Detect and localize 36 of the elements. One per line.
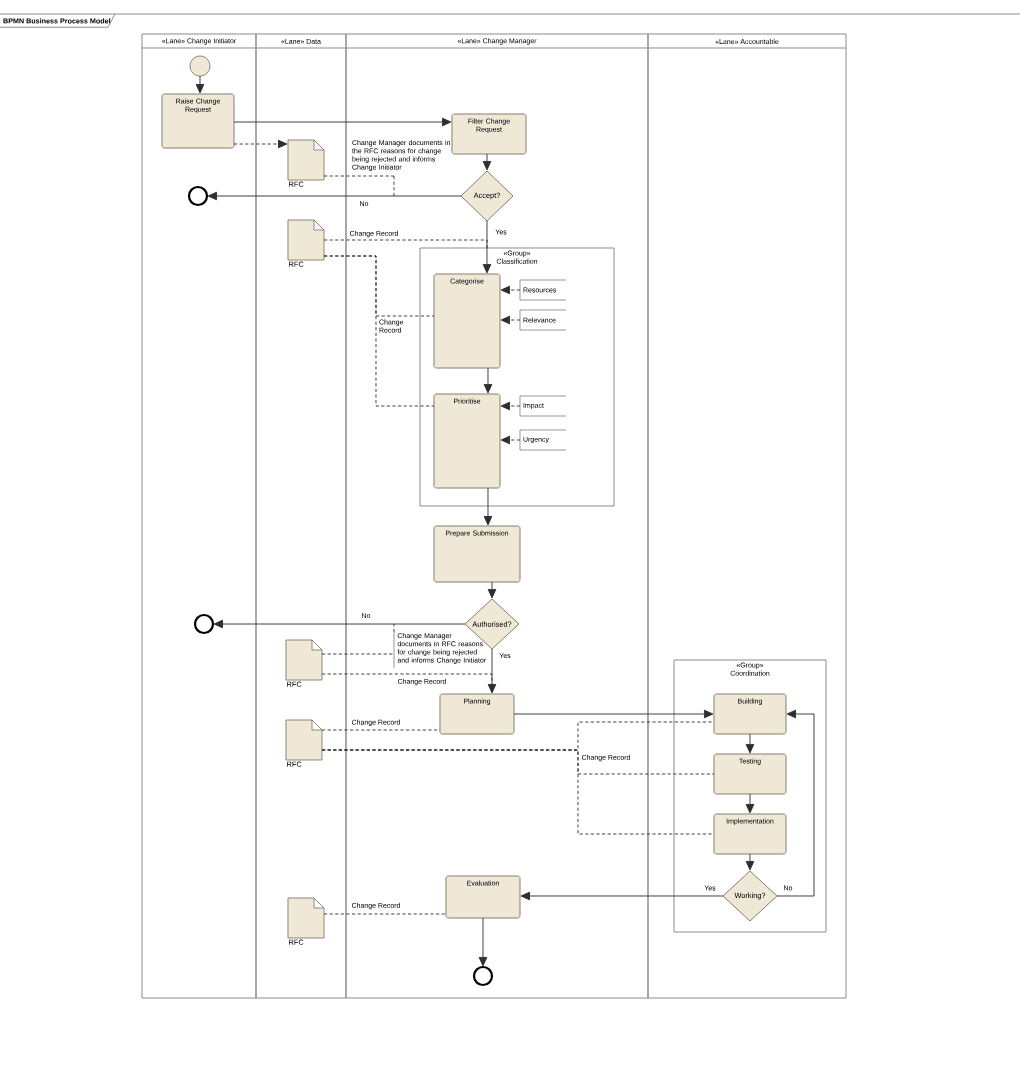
dashed-connector — [323, 913, 447, 915]
arrow — [478, 917, 488, 967]
arrow — [207, 191, 462, 201]
arrow — [483, 367, 493, 394]
arrow — [482, 153, 492, 171]
end-event-circle — [187, 185, 209, 207]
arrow — [500, 435, 521, 445]
arrow — [520, 891, 724, 901]
dashed-connector — [321, 729, 441, 731]
dashed-connector — [323, 239, 488, 249]
arrow — [487, 581, 497, 599]
arrow — [483, 487, 493, 526]
dashed-connector — [321, 673, 493, 695]
arrow — [745, 793, 755, 814]
dashed-connector — [321, 749, 715, 835]
arrow — [745, 733, 755, 754]
dashed-connector — [321, 653, 395, 655]
end-event-circle — [472, 965, 494, 987]
arrow — [513, 709, 714, 719]
arrow — [745, 853, 755, 871]
dashed-connector — [393, 175, 395, 197]
arrow — [195, 75, 205, 94]
dashed-connector — [393, 623, 395, 633]
arrow — [500, 315, 521, 325]
arrow — [233, 117, 452, 127]
start-event-circle — [189, 55, 211, 77]
arrow — [487, 648, 497, 694]
arrow — [500, 401, 521, 411]
arrow — [500, 285, 521, 295]
arrow — [213, 619, 466, 629]
dashed-connector — [323, 255, 435, 407]
arrow — [776, 709, 815, 897]
arrow — [233, 139, 288, 149]
dashed-connector — [323, 175, 395, 177]
arrow — [482, 220, 492, 274]
end-event-circle — [193, 613, 215, 635]
